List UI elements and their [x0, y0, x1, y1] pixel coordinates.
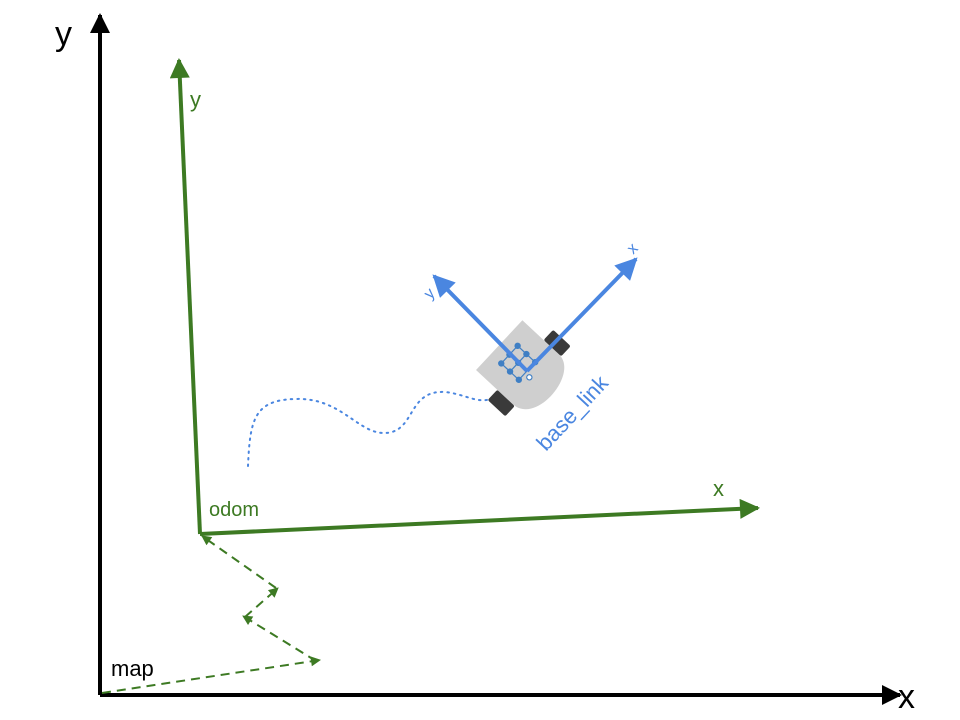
base-link-y-label: y — [421, 285, 439, 303]
odom-x-label: x — [713, 476, 724, 501]
odom-y-label: y — [190, 87, 201, 112]
base-link-y-axis — [432, 274, 529, 373]
base-link-x-label: x — [624, 240, 642, 258]
connector-segment — [201, 535, 277, 589]
map-frame-label: map — [111, 656, 154, 681]
odom-y-axis — [169, 58, 202, 535]
odom-frame-label: odom — [209, 499, 259, 521]
connector-segment — [242, 615, 317, 662]
map-frame: x y map — [55, 13, 915, 716]
connector-segment — [101, 656, 321, 694]
map-to-odom-connector — [101, 535, 321, 694]
odom-x-axis — [199, 498, 760, 536]
odom-frame: x y odom — [169, 58, 760, 536]
connector-segment — [244, 587, 279, 618]
robot-wheel-left — [544, 330, 570, 356]
map-y-label: y — [55, 15, 72, 53]
odom-trajectory — [247, 390, 493, 467]
map-x-label: x — [898, 678, 915, 716]
robot-wheel-right — [488, 390, 514, 416]
base-link-x-axis — [525, 257, 638, 373]
